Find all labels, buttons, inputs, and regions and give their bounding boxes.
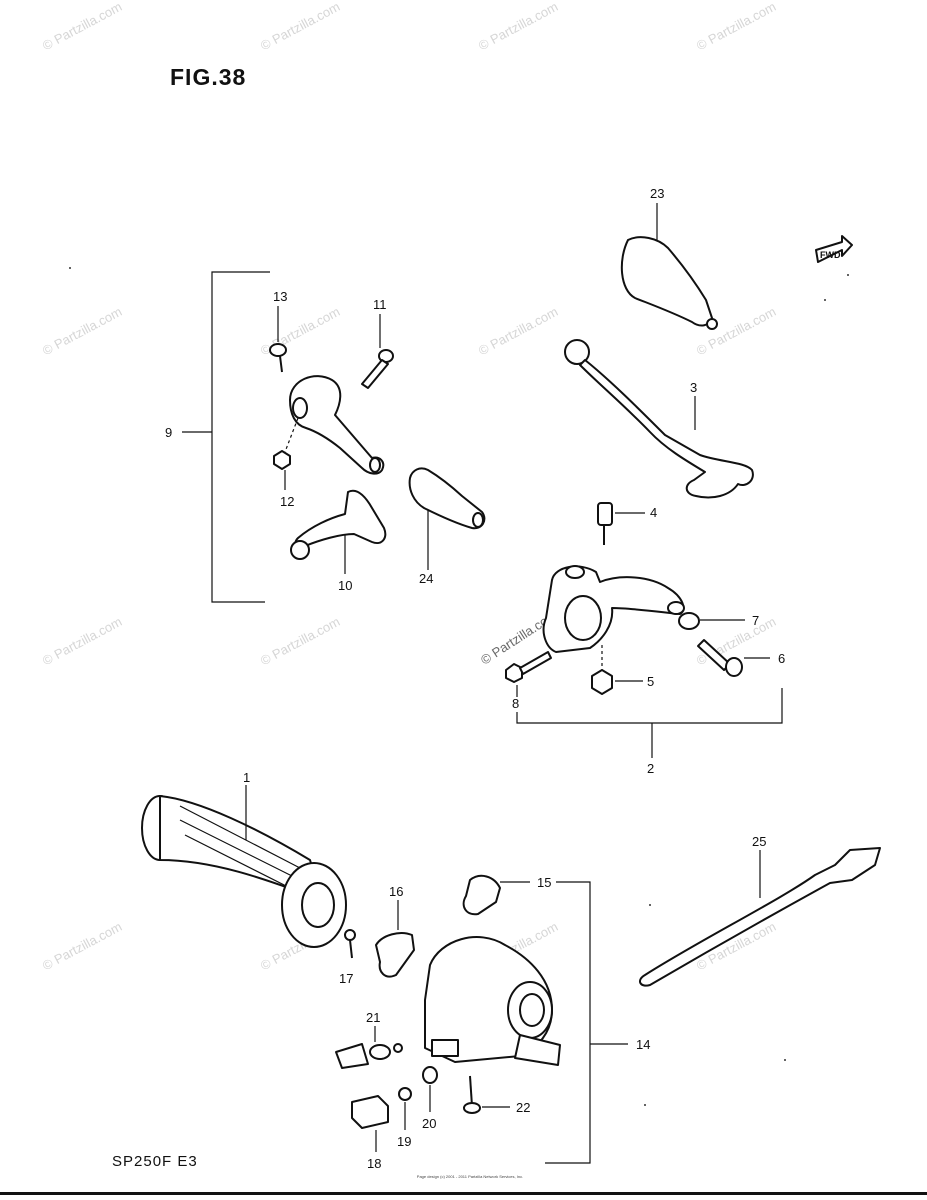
wire-clamp-part-21 [335, 1026, 403, 1069]
screw-part-22 [463, 1075, 510, 1114]
brake-bracket-part-2 [542, 565, 685, 653]
lever-cover-part-24 [408, 467, 486, 570]
callout-22: 22 [516, 1100, 530, 1115]
callout-19: 19 [397, 1134, 411, 1149]
callout-15: 15 [537, 875, 551, 890]
switch-knob-part-16 [375, 900, 415, 978]
figure-title: FIG.38 [170, 64, 247, 90]
callout-20: 20 [422, 1116, 436, 1131]
callout-11: 11 [373, 297, 387, 312]
group-bracket-2 [516, 688, 783, 724]
switch-part-15 [462, 874, 530, 916]
callout-23: 23 [650, 186, 664, 201]
callout-13: 13 [273, 289, 287, 304]
callout-1: 1 [243, 770, 250, 785]
callout-24: 24 [419, 571, 433, 586]
screw-part-17 [344, 929, 356, 959]
callout-2: 2 [647, 761, 654, 776]
clutch-bracket-part-9 [289, 375, 385, 475]
group-bracket-14 [545, 881, 591, 1164]
callout-18: 18 [367, 1156, 381, 1171]
callout-6: 6 [778, 651, 785, 666]
footer-copyright: Page design (c) 2001 - 2011 Partzilla Ne… [416, 1174, 524, 1179]
callout-9: 9 [165, 425, 172, 440]
callout-21: 21 [366, 1010, 380, 1025]
fwd-label: FWD [820, 250, 841, 260]
callout-8: 8 [512, 696, 519, 711]
handlebar-grip-part-1 [141, 785, 347, 948]
switch-housing-part-14 [424, 936, 561, 1066]
callout-7: 7 [752, 613, 759, 628]
model-code: SP250F E3 [112, 1153, 198, 1170]
callout-25: 25 [752, 834, 766, 849]
callout-12: 12 [280, 494, 294, 509]
ball-part-19 [398, 1087, 412, 1130]
washer-part-7 [678, 612, 745, 630]
callout-16: 16 [389, 884, 403, 899]
callout-14: 14 [636, 1037, 650, 1052]
callout-10: 10 [338, 578, 352, 593]
cable-tie-part-25 [639, 847, 881, 987]
screw-part-13 [269, 306, 287, 373]
switch-button-part-18 [351, 1095, 389, 1152]
clutch-lever-part-10 [290, 489, 387, 574]
forward-direction-badge: FWD [815, 235, 853, 263]
lever-cover-part-23 [620, 203, 718, 330]
callout-3: 3 [690, 380, 697, 395]
callout-5: 5 [647, 674, 654, 689]
nut-part-12 [273, 417, 299, 490]
group-bracket-9 [211, 271, 270, 603]
bolt-part-11 [361, 314, 394, 389]
pivot-bolt-part-6 [697, 639, 770, 677]
nut-part-5 [591, 645, 643, 695]
callout-17: 17 [339, 971, 353, 986]
bolt-part-8 [505, 651, 552, 697]
bolt-part-4 [597, 502, 645, 545]
brake-lever-part-3 [564, 339, 754, 499]
spring-part-20 [422, 1066, 438, 1112]
bottom-rule [0, 1192, 927, 1195]
callout-4: 4 [650, 505, 657, 520]
